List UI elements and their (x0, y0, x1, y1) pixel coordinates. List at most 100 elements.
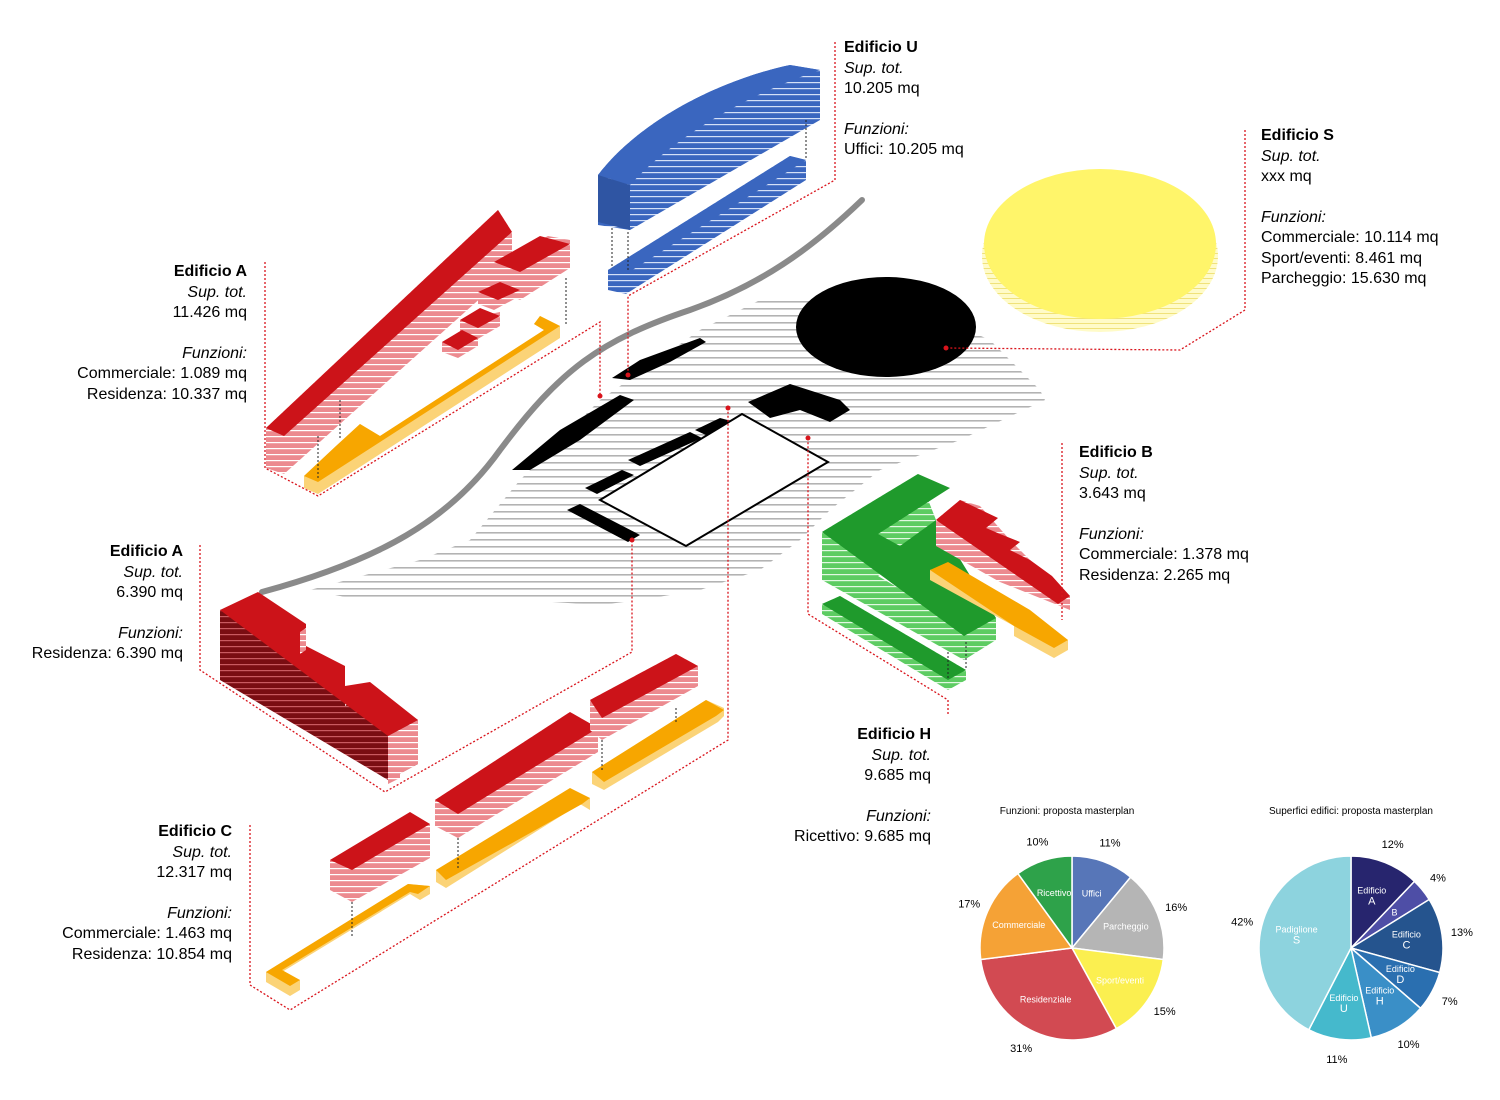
label-sup-value: 12.317 mq (156, 864, 232, 881)
pie-superfici-slice-6 (1258, 855, 1352, 1031)
leader-dots (597, 345, 949, 543)
label-edificio-s: Edificio S Sup. tot. xxx mq Funzioni: Co… (1261, 126, 1439, 290)
pie-funzioni-slice-label-0: Uffici (1082, 888, 1102, 898)
label-sup-value: 6.390 mq (116, 584, 183, 601)
building-a2-exploded (220, 592, 418, 784)
pie-funzioni-slice-5 (1016, 855, 1073, 951)
pie-funzioni-pct-3: 31% (1010, 1043, 1032, 1055)
label-function: Residenza: 6.390 mq (31, 645, 183, 662)
label-sup-value: 9.685 mq (864, 767, 931, 784)
label-function: Residenza: 10.337 mq (86, 385, 247, 403)
pie-funzioni-pct-0: 11% (1099, 838, 1120, 850)
label-function: Commerciale: 1.089 mq (77, 365, 247, 382)
building-a1-exploded (266, 210, 570, 494)
label-edificio-h: Edificio H Sup. tot. 9.685 mq Funzioni: … (794, 725, 931, 848)
label-function: Parcheggio: 15.630 mq (1261, 270, 1427, 287)
label-edificio-a1: Edificio A Sup. tot. 11.426 mq Funzioni:… (77, 262, 247, 405)
pie-funzioni-pct-2: 15% (1154, 1006, 1176, 1018)
pie-funzioni-slice-label-3: Residenziale (1020, 995, 1072, 1005)
label-fun: Funzioni: (866, 807, 931, 825)
central-square (597, 412, 831, 548)
label-title: Edificio H (857, 726, 931, 743)
label-title: Edificio A (109, 543, 183, 560)
building-footprints (512, 277, 976, 542)
label-title: Edificio C (158, 823, 232, 840)
footprint-h3 (585, 470, 634, 494)
footprint-h1 (695, 418, 735, 436)
pie-chart-funzioni: Uffici 11% Parcheggio 16% Sport/eventi 15% Res… (958, 836, 1187, 1054)
label-sup: Sup. tot. (1079, 464, 1139, 482)
building-u-exploded (598, 65, 820, 294)
pie-funzioni-slice-label-1: Parcheggio (1103, 922, 1149, 932)
pie-funzioni-slice-label-5: Ricettivo (1037, 888, 1072, 898)
pie-funzioni-pct-1: 16% (1165, 902, 1187, 914)
label-sup-value: 11.426 mq (172, 304, 247, 321)
pie-funzioni-slice-label-2: Sport/eventi (1096, 976, 1144, 986)
label-edificio-b: Edificio B Sup. tot. 3.643 mq Funzioni: … (1079, 443, 1249, 586)
pie-funzioni-pct-5: 10% (1026, 836, 1048, 848)
label-function: Uffici: 10.205 mq (844, 141, 964, 158)
pie-funzioni-slice-3 (979, 947, 1118, 1041)
label-function: Residenza: 2.265 mq (1079, 566, 1231, 584)
label-edificio-c: Edificio C Sup. tot. 12.317 mq Funzioni:… (62, 822, 232, 965)
pie-superfici-pct-5: 11% (1326, 1054, 1347, 1066)
label-sup-value: xxx mq (1261, 168, 1312, 185)
label-function: Sport/eventi: 8.461 mq (1261, 249, 1422, 267)
label-function: Residenza: 10.854 mq (71, 945, 232, 963)
pie-chart-superfici-title: Superfici edifici: proposta masterplan (1269, 806, 1433, 817)
building-b-exploded (930, 500, 1070, 658)
footprint-s (796, 277, 976, 377)
footprint-a1 (512, 395, 634, 470)
label-fun: Funzioni: (1261, 208, 1326, 226)
label-sup: Sup. tot. (187, 283, 247, 301)
label-fun: Funzioni: (844, 120, 909, 138)
label-title: Edificio U (844, 39, 918, 56)
pie-funzioni-slice-1 (1070, 876, 1165, 961)
footprint-u (612, 338, 706, 380)
footprint-a2 (567, 504, 640, 542)
label-title: Edificio S (1261, 127, 1334, 144)
pie-funzioni-slice-2 (1070, 947, 1165, 1030)
pie-funzioni-slice-label-4: Commerciale (992, 920, 1045, 930)
label-sup: Sup. tot. (172, 843, 232, 861)
footprint-h2 (628, 432, 702, 466)
pie-superfici-slice-label-1: B (1391, 908, 1397, 918)
label-function: Commerciale: 10.114 mq (1261, 229, 1439, 246)
label-function: Ricettivo: 9.685 mq (794, 828, 931, 845)
building-s-exploded (982, 169, 1218, 332)
label-sup: Sup. tot. (123, 563, 183, 581)
building-c-exploded (266, 654, 724, 996)
label-function: Commerciale: 1.378 mq (1079, 546, 1249, 563)
label-fun: Funzioni: (1079, 525, 1144, 543)
label-sup: Sup. tot. (844, 59, 904, 77)
building-h-exploded (822, 474, 996, 690)
pie-superfici-pct-1: 4% (1430, 872, 1446, 884)
pie-superfici-pct-3: 7% (1442, 996, 1458, 1008)
leader-lines (199, 42, 1246, 1011)
label-sup-value: 10.205 mq (844, 80, 920, 97)
pie-funzioni-slice-4 (979, 872, 1074, 961)
pie-chart-funzioni-title: Funzioni: proposta masterplan (999, 806, 1135, 817)
label-fun: Funzioni: (182, 344, 247, 362)
pie-superfici-pct-6: 42% (1231, 917, 1253, 929)
road-curve (259, 197, 865, 595)
label-edificio-a2: Edificio A Sup. tot. 6.390 mq Funzioni: … (32, 542, 183, 665)
label-function: Commerciale: 1.463 mq (62, 925, 232, 942)
label-edificio-u: Edificio U Sup. tot. 10.205 mq Funzioni:… (844, 38, 964, 161)
footprint-b (748, 384, 850, 422)
pie-superfici-pct-2: 13% (1451, 927, 1473, 939)
pie-superfici-pct-0: 12% (1382, 839, 1404, 851)
label-title: Edificio B (1079, 444, 1153, 461)
label-fun: Funzioni: (118, 624, 183, 642)
label-title: Edificio A (173, 263, 247, 280)
label-fun: Funzioni: (167, 904, 232, 922)
label-sup-value: 3.643 mq (1079, 485, 1146, 502)
